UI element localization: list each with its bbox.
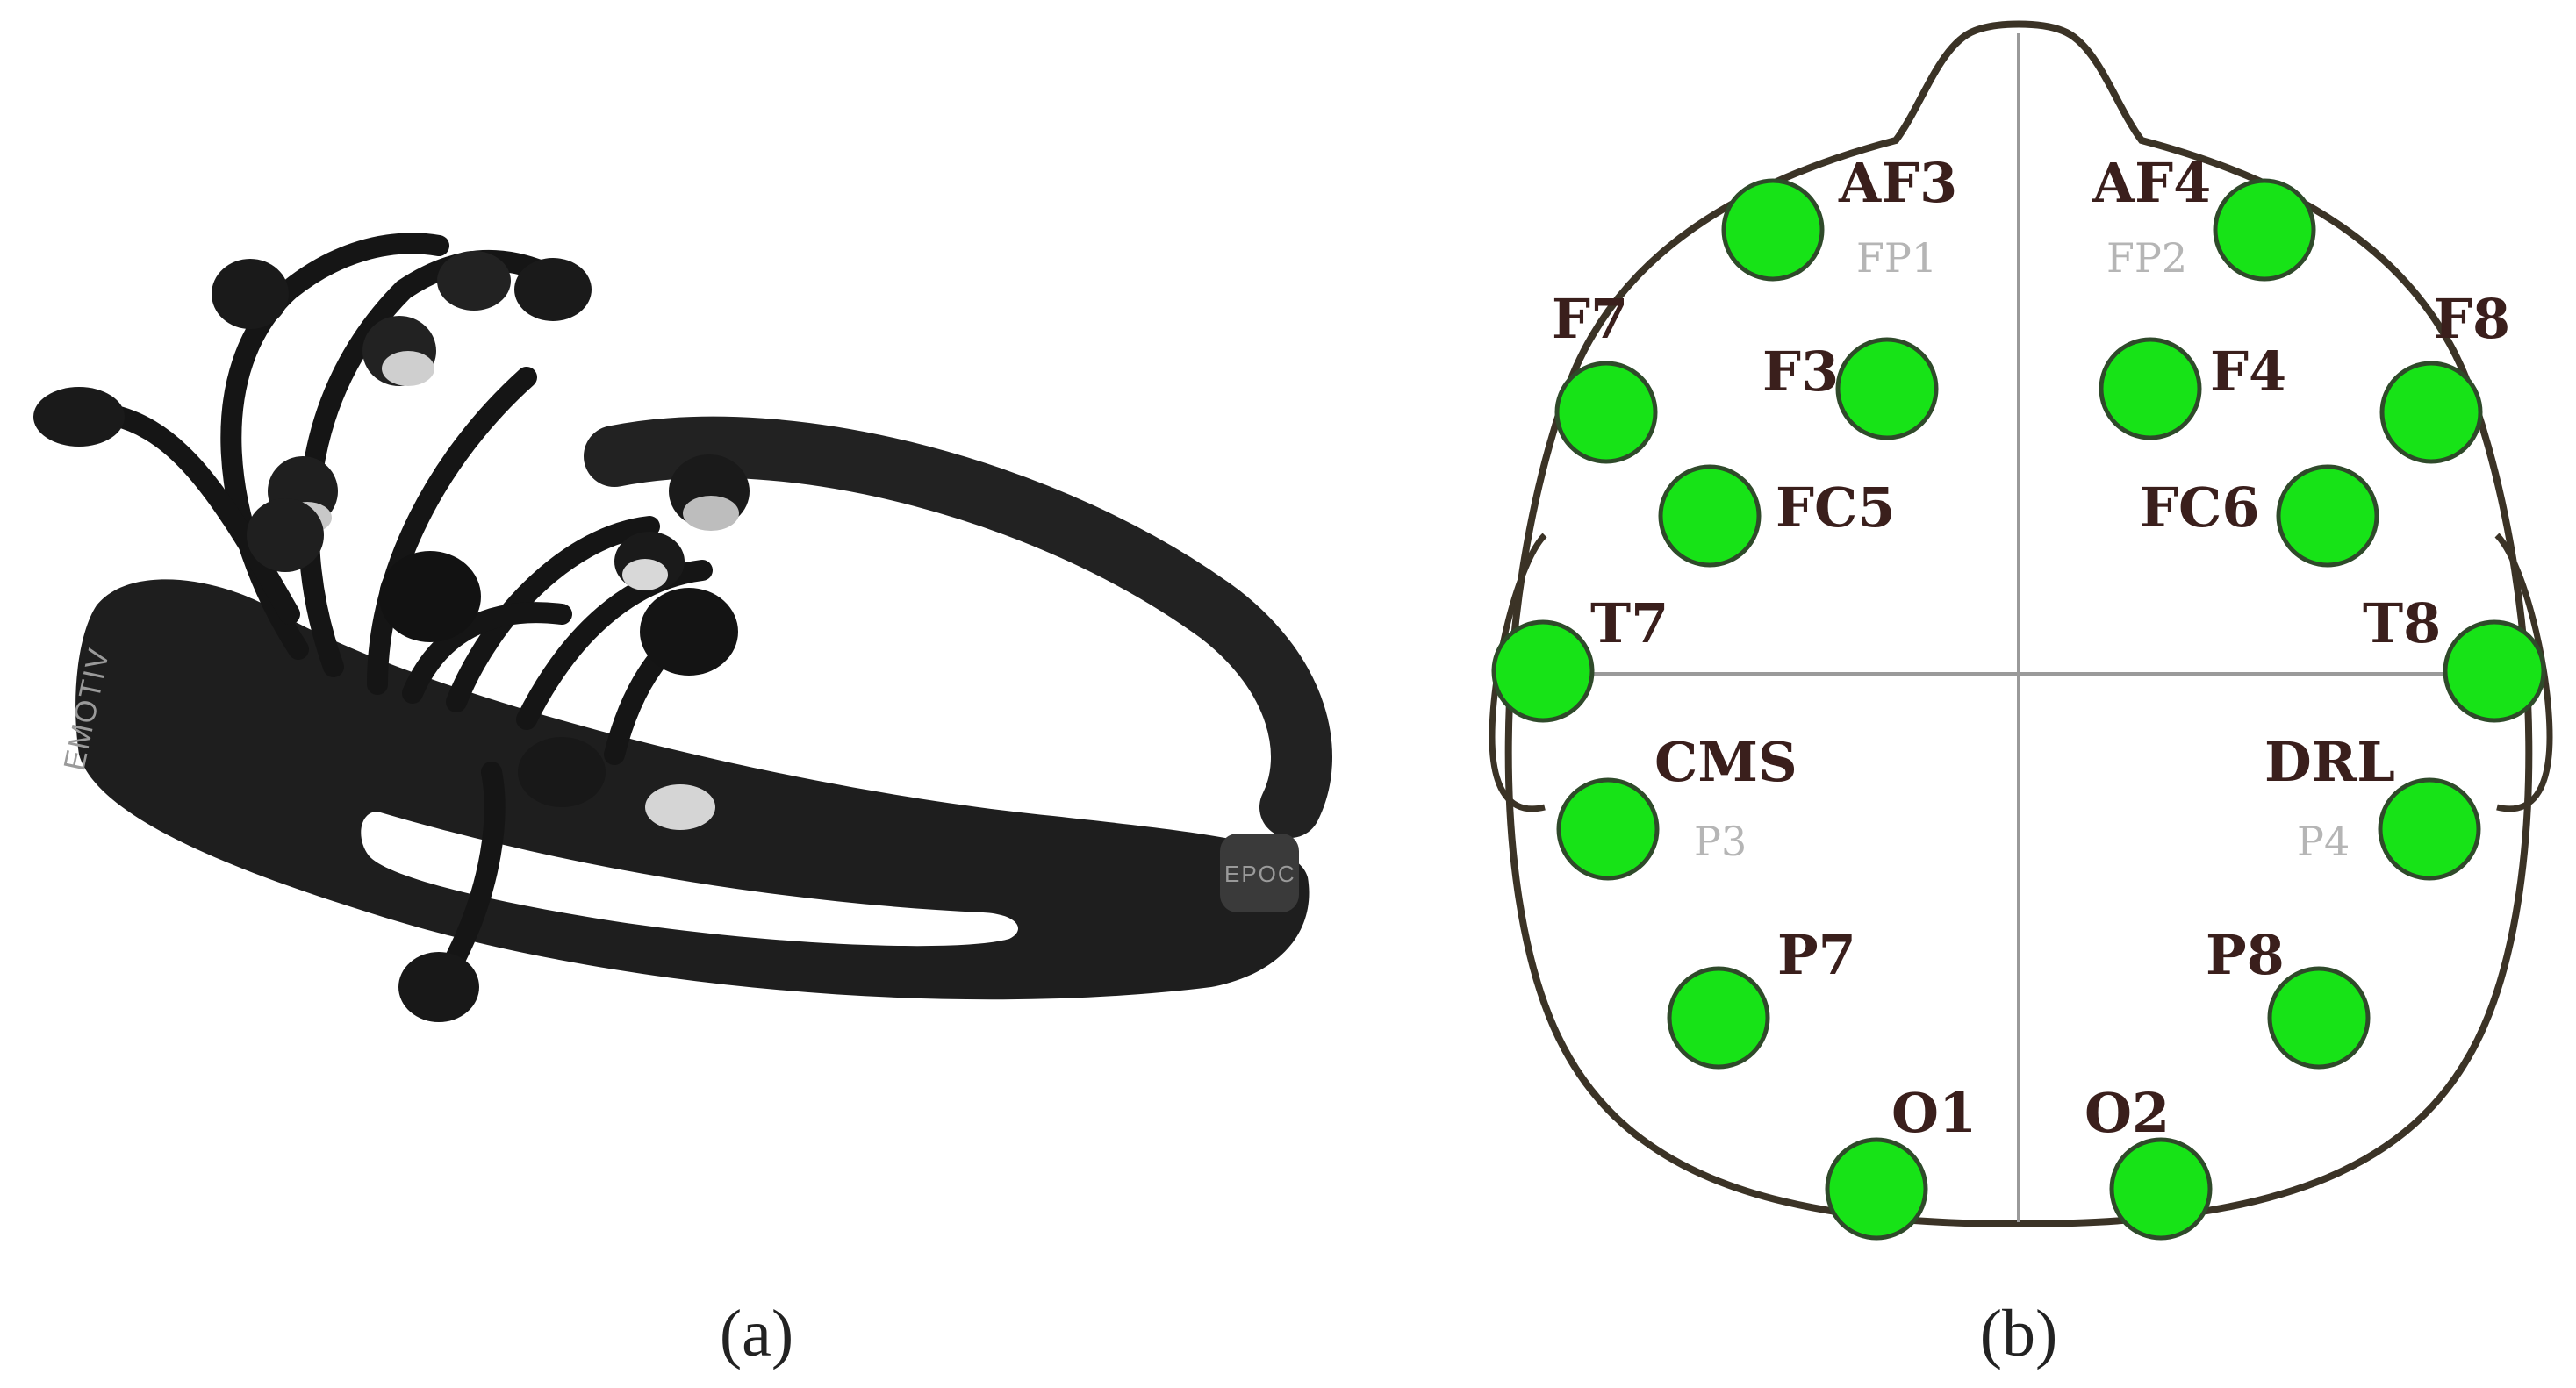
headset-pad [622, 559, 668, 590]
label-fc5: FC5 [1776, 476, 1896, 540]
electrode-p7 [1667, 966, 1770, 1070]
electrode-f3 [1835, 337, 1939, 440]
headset-pad [640, 588, 738, 676]
electrode-p8 [2267, 966, 2371, 1070]
label-af4: AF4 [2092, 151, 2211, 215]
label-p8: P8 [2206, 923, 2285, 987]
headset-pad [247, 498, 324, 572]
panel-a-caption: (a) [720, 1297, 793, 1370]
label-t7: T7 [1590, 591, 1668, 655]
label-cms: CMS [1654, 730, 1797, 794]
headset-pad [645, 784, 715, 830]
electrode-t7 [1491, 619, 1595, 723]
headset-pad [437, 251, 511, 311]
eeg-headset-illustration: EPOC EMOTIV [33, 233, 1332, 1022]
label-p7: P7 [1777, 923, 1856, 987]
headset-side-pod [1220, 834, 1299, 912]
headset-pads [33, 251, 750, 1022]
label-t8: T8 [2363, 591, 2441, 655]
electrode-fc6 [2276, 464, 2379, 568]
alt-label-p4: P4 [2297, 818, 2350, 865]
headset-pad [514, 258, 592, 321]
headset-pad [382, 351, 434, 386]
alt-label-fp2: FP2 [2106, 234, 2187, 282]
headset-band-slot [361, 812, 1018, 947]
electrode-af3 [1721, 178, 1825, 282]
electrode-t8 [2443, 619, 2546, 723]
label-o2: O2 [2084, 1081, 2170, 1145]
headset-pad [212, 259, 289, 329]
headset-pad [398, 952, 479, 1022]
headset-pad [518, 737, 606, 807]
electrode-drl [2378, 777, 2481, 881]
label-f3: F3 [1762, 340, 1839, 404]
label-fc6: FC6 [2140, 476, 2260, 540]
headset-pad [33, 387, 125, 447]
headset-pad [683, 496, 739, 531]
label-f4: F4 [2210, 340, 2286, 404]
headset-pad [379, 551, 481, 642]
electrode-labels: AF3 FP1 AF4 FP2 F7 F3 F4 F8 FC5 FC6 T7 T… [1552, 151, 2510, 1145]
electrode-f8 [2379, 361, 2483, 464]
electrode-f7 [1554, 361, 1658, 464]
headset-arms [86, 233, 730, 967]
label-o1: O1 [1891, 1081, 1977, 1145]
electrode-o2 [2109, 1137, 2213, 1241]
electrode-f4 [2099, 337, 2202, 440]
label-drl: DRL [2264, 730, 2395, 794]
headset-side-text: EPOC [1224, 861, 1296, 887]
label-f8: F8 [2434, 287, 2510, 351]
electrode-markers [1491, 178, 2546, 1241]
alt-label-fp1: FP1 [1856, 234, 1937, 282]
label-f7: F7 [1552, 287, 1628, 351]
electrode-af4 [2213, 178, 2316, 282]
electrode-fc5 [1658, 464, 1762, 568]
headset-band-rear [584, 416, 1332, 838]
panel-b: AF3 FP1 AF4 FP2 F7 F3 F4 F8 FC5 FC6 T7 T… [1489, 20, 2553, 1370]
electrode-cms [1556, 777, 1660, 881]
panel-a: EPOC EMOTIV [33, 233, 1332, 1370]
head-outline [1504, 20, 2533, 1228]
label-af3: AF3 [1838, 151, 1957, 215]
alt-label-p3: P3 [1694, 818, 1747, 865]
electrode-o1 [1825, 1137, 1928, 1241]
panel-b-caption: (b) [1980, 1297, 2058, 1370]
